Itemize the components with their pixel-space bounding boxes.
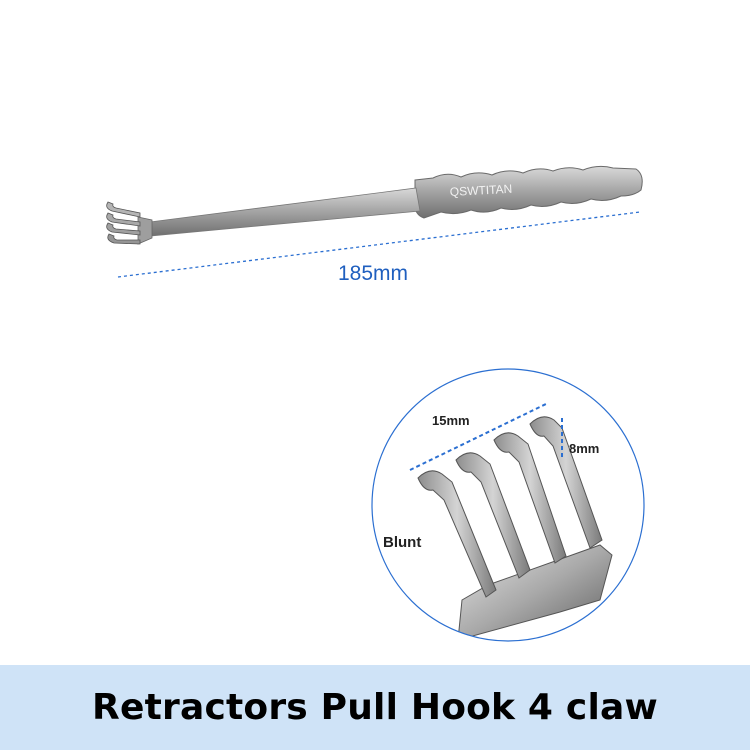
retractor-instrument: QSWTITAN <box>106 165 643 245</box>
detail-magnifier: 15mm 8mm Blunt <box>371 368 645 642</box>
retractor-claws <box>106 201 141 245</box>
width-label: 15mm <box>432 413 470 428</box>
claw-base <box>457 544 613 641</box>
length-dimension-line <box>117 211 641 278</box>
retractor-shaft <box>149 187 421 237</box>
tip-type-label: Blunt <box>383 534 421 551</box>
brand-engraving: QSWTITAN <box>449 182 512 199</box>
magnifier-outline <box>371 368 645 642</box>
length-label: 185mm <box>338 262 408 285</box>
caption-bar: Retractors Pull Hook 4 claw <box>0 665 750 750</box>
retractor-handle <box>414 165 643 219</box>
claw-tine-1 <box>417 470 497 598</box>
claw-tine-2 <box>455 452 531 579</box>
width-dimension-line <box>409 402 549 471</box>
product-title: Retractors Pull Hook 4 claw <box>92 687 658 728</box>
depth-label: 8mm <box>569 441 599 456</box>
claw-tine-4 <box>529 416 603 549</box>
claw-tine-3 <box>493 432 567 564</box>
